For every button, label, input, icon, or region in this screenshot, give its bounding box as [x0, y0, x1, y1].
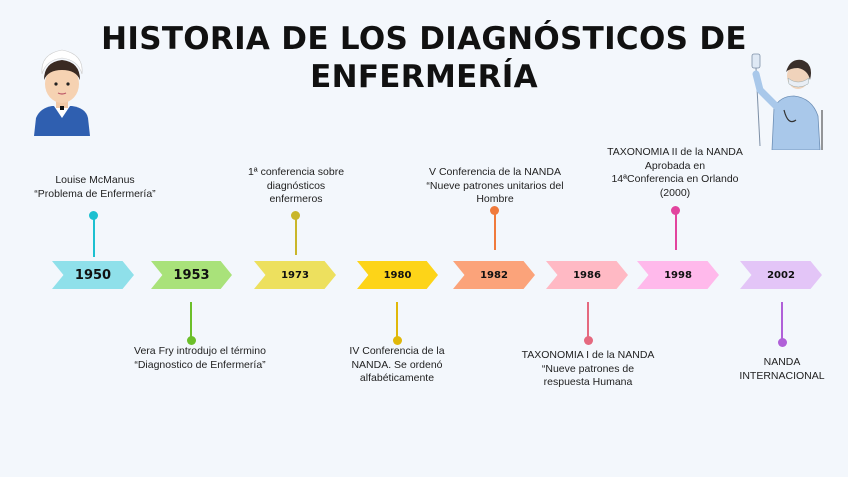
timeline-chevron-1982: 1982 — [453, 261, 535, 289]
connector-stem-1986 — [587, 302, 589, 338]
connector-dot-1998 — [671, 206, 680, 215]
connector-dot-1973 — [291, 211, 300, 220]
year-label-1953: 1953 — [173, 267, 210, 283]
timeline-chevron-1953: 1953 — [151, 261, 232, 289]
connector-stem-2002 — [781, 302, 783, 340]
connector-dot-1980 — [393, 336, 402, 345]
connector-stem-1982 — [494, 213, 496, 250]
year-label-1982: 1982 — [480, 269, 508, 281]
year-label-1973: 1973 — [281, 269, 309, 281]
year-label-1980: 1980 — [383, 269, 412, 281]
timeline-chevron-1973: 1973 — [254, 261, 336, 289]
connector-dot-2002 — [778, 338, 787, 347]
timeline-chevron-1986: 1986 — [546, 261, 628, 289]
event-label-1950: Louise McManus “Problema de Enfermería” — [34, 174, 156, 200]
timeline-chevron-1998: 1998 — [637, 261, 719, 289]
event-label-1982: V Conferencia de la NANDA “Nueve patrone… — [426, 166, 564, 205]
connector-dot-1953 — [187, 336, 196, 345]
connector-stem-1973 — [295, 218, 297, 255]
event-label-1998: TAXONOMIA II de la NANDA Aprobada en 14ª… — [607, 146, 743, 199]
year-label-1950: 1950 — [74, 267, 112, 283]
nurse-portrait-icon — [34, 49, 90, 136]
timeline-chevron-1980: 1980 — [357, 261, 438, 289]
connector-stem-1998 — [675, 213, 677, 250]
connector-stem-1980 — [396, 302, 398, 338]
event-label-2002: NANDA INTERNACIONAL — [739, 356, 825, 382]
connector-dot-1982 — [490, 206, 499, 215]
event-label-1953: Vera Fry introdujo el término “Diagnosti… — [134, 345, 266, 371]
connector-stem-1950 — [93, 218, 95, 257]
year-label-1998: 1998 — [664, 269, 692, 281]
timeline-chevron-1950: 1950 — [52, 261, 134, 289]
connector-stem-1953 — [190, 302, 192, 338]
year-label-1986: 1986 — [573, 269, 601, 281]
connector-dot-1950 — [89, 211, 98, 220]
connector-dot-1986 — [584, 336, 593, 345]
year-label-2002: 2002 — [767, 269, 795, 281]
nurse-iv-illustration-icon — [751, 53, 823, 150]
event-label-1986: TAXONOMIA I de la NANDA “Nueve patrones … — [521, 349, 655, 388]
event-label-1980: IV Conferencia de la NANDA. Se ordenó al… — [349, 345, 445, 384]
event-label-1973: 1ª conferencia sobre diagnósticos enferm… — [247, 166, 345, 205]
page-title: HISTORIA DE LOS DIAGNÓSTICOS DE ENFERMER… — [101, 21, 747, 95]
timeline-chevron-2002: 2002 — [740, 261, 822, 289]
